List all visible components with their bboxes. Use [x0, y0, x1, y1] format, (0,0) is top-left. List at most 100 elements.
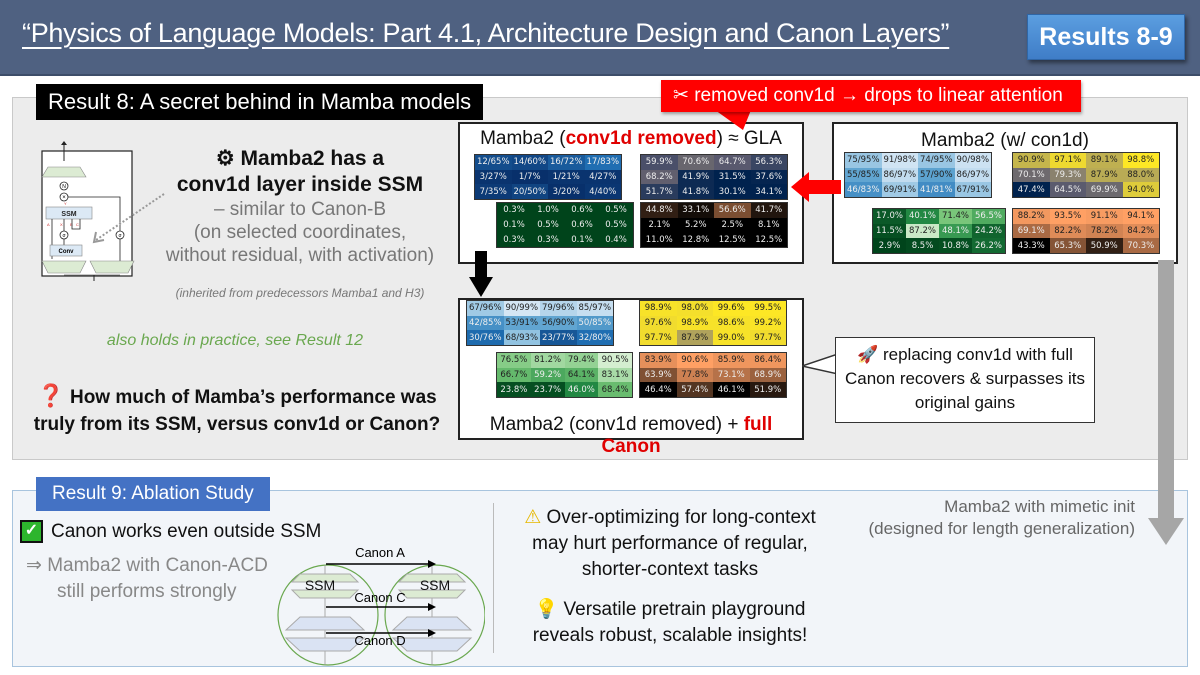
norm-node [59, 181, 69, 191]
mult-label: × [62, 195, 66, 201]
heatmap-cell: 46/83% [845, 182, 882, 197]
heatmap-cell: 0.6% [565, 217, 599, 233]
warning-icon: ⚠ [524, 507, 542, 528]
heatmap-cell: 67/91% [954, 182, 991, 197]
heatmap-cell: 56/90% [540, 315, 577, 331]
heatmap-cell: 55/85% [845, 167, 882, 183]
heatmap-greens: 0.3%1.0%0.6%0.5%0.1%0.5%0.6%0.5%0.3%0.3%… [496, 202, 634, 248]
heatmap-cell: 0.5% [599, 217, 633, 233]
a-label: A [47, 222, 50, 227]
heatmap-cell: 85.9% [713, 353, 750, 368]
heatmap-cell: 48.1% [939, 223, 972, 239]
heatmap-cell: 75/95% [845, 153, 882, 168]
red-left-arrow-icon [791, 172, 841, 202]
heatmap-cell: 1.0% [531, 203, 565, 218]
heatmap-cell: 68.9% [749, 367, 786, 383]
heatmap-cell: 0.5% [531, 217, 565, 233]
heatmap-cell: 23/77% [540, 330, 577, 345]
ssm-label-left: SSM [305, 577, 335, 593]
mimetic-title-line1: Mamba2 with mimetic init [944, 497, 1135, 516]
heatmap-cell: 64.5% [1049, 182, 1086, 197]
c-label: C [76, 222, 79, 227]
heatmap-cell: 53/91% [503, 315, 540, 331]
result9-panel [12, 490, 1188, 667]
heatmap-cell: 84.2% [1122, 223, 1159, 239]
heatmap-cell: 88.0% [1122, 167, 1159, 183]
canon-recovery-speech-bubble: 🚀 replacing conv1d with full Canon recov… [835, 337, 1095, 423]
heatmap-cell: 26.2% [972, 238, 1005, 253]
acd-line2: still performs strongly [57, 581, 237, 602]
heatmap-cell: 43.3% [1013, 238, 1050, 253]
heatmap-cell: 65.3% [1049, 238, 1086, 253]
heatmap-cell: 51.9% [749, 382, 786, 397]
grey-down-arrow-icon [1148, 260, 1184, 545]
x-label: X [60, 222, 63, 227]
heatmap-cell: 4/40% [584, 184, 621, 199]
figure-title: Mamba2 (conv1d removed) + full Canon [489, 414, 773, 457]
heatmap-cell: 24.2% [972, 223, 1005, 239]
canon-b-comparison: – similar to Canon-B (on selected coordi… [148, 198, 452, 267]
heatmap-cell: 68.2% [641, 169, 678, 185]
heatmap-cell: 16/72% [548, 155, 585, 170]
heatmap-greens: 76.5%81.2%79.4%90.5%66.7%59.2%64.1%83.1%… [496, 352, 633, 398]
heatmap-cell: 46.4% [640, 382, 677, 397]
checkmark-icon: ✓ [20, 520, 43, 543]
black-down-arrow-icon [469, 251, 493, 297]
heatmap-cell: 87.2% [906, 223, 939, 239]
heatmap-cell: 0.3% [531, 232, 565, 247]
heatmap-cell: 73.1% [713, 367, 750, 383]
heatmap-cell: 66.7% [497, 367, 531, 383]
heatmap-cell: 87.9% [1086, 167, 1123, 183]
heatmap-cell: 30/76% [467, 330, 504, 345]
heatmap-cividis: 90.9%97.1%89.1%98.8%70.1%79.3%87.9%88.0%… [1012, 152, 1160, 198]
y-label: Y [64, 201, 67, 206]
claim-text: ⚙ Mamba2 has a conv1d layer inside SSM [150, 146, 450, 198]
question-text: ❓ How much of Mamba’s performance was tr… [22, 382, 452, 438]
heatmap-cell: 78.2% [1086, 223, 1123, 239]
ssm-label-right: SSM [420, 577, 450, 593]
heatmap-cell: 41/81% [918, 182, 955, 197]
heatmap-cell: 3/20% [548, 184, 585, 199]
removed-conv1d-callout: ✂ removed conv1d → drops to linear atten… [661, 80, 1081, 112]
also-holds-link[interactable]: also holds in practice, see Result 12 [106, 332, 364, 349]
layer-left: SSM [284, 565, 366, 665]
heatmap-cell: 17/83% [584, 155, 621, 170]
heatmap-cividis: 59.9%70.6%64.7%56.3%68.2%41.9%31.5%37.6%… [640, 154, 788, 200]
heatmap-copper: 88.2%93.5%91.1%94.1%69.1%82.2%78.2%84.2%… [1012, 208, 1160, 254]
claim-line2: conv1d layer inside SSM [176, 173, 424, 196]
mimetic-init-title: Mamba2 with mimetic init (designed for l… [845, 496, 1135, 540]
heatmap-cell: 94.1% [1122, 209, 1159, 224]
lightbulb-icon: 💡 [534, 599, 559, 620]
ssm-label: SSM [61, 211, 76, 218]
heatmap-cell: 90.5% [598, 353, 632, 368]
heatmap-cell: 56.5% [972, 209, 1005, 224]
heatmap-copper: 83.9%90.6%85.9%86.4%63.9%77.8%73.1%68.9%… [639, 352, 787, 398]
heatmap-cell: 76.5% [497, 353, 531, 368]
results-badge[interactable]: Results 8-9 [1027, 14, 1185, 60]
heatmap-blues: 67/96%90/99%79/96%85/97%42/85%53/91%56/9… [466, 300, 614, 346]
heatmap-cell: 0.3% [497, 203, 531, 218]
heatmap-cell: 99.2% [749, 315, 786, 331]
heatmap-cell: 56.3% [750, 155, 787, 170]
heatmap-cell: 12/65% [475, 155, 512, 170]
heatmap-cell: 51.7% [641, 184, 678, 199]
result9-divider [493, 503, 494, 653]
heatmap-cell: 99.0% [713, 330, 750, 345]
heatmap-cell: 98.6% [713, 315, 750, 331]
heatmap-cell: 97.6% [640, 315, 677, 331]
callout-tail [715, 110, 751, 130]
heatmap-cell: 59.9% [641, 155, 678, 170]
heatmap-cell: 0.3% [497, 232, 531, 247]
heatmap-cell: 4/27% [584, 169, 621, 185]
sigma-node [59, 230, 69, 240]
heatmap-cell: 90.9% [1013, 153, 1050, 168]
heatmap-cell: 12.5% [750, 232, 787, 247]
heatmap-greens: 17.0%40.1%71.4%56.5%11.5%87.2%48.1%24.2%… [872, 208, 1006, 254]
heatmap-cell: 57.4% [676, 382, 713, 397]
heatmap-cell: 57/90% [918, 167, 955, 183]
heatmap-cell: 0.5% [599, 203, 633, 218]
heatmap-cell: 82.2% [1049, 223, 1086, 239]
heatmap-cell: 83.1% [598, 367, 632, 383]
heatmap-cell: 64.7% [714, 155, 751, 170]
heatmap-cell: 41.8% [677, 184, 714, 199]
